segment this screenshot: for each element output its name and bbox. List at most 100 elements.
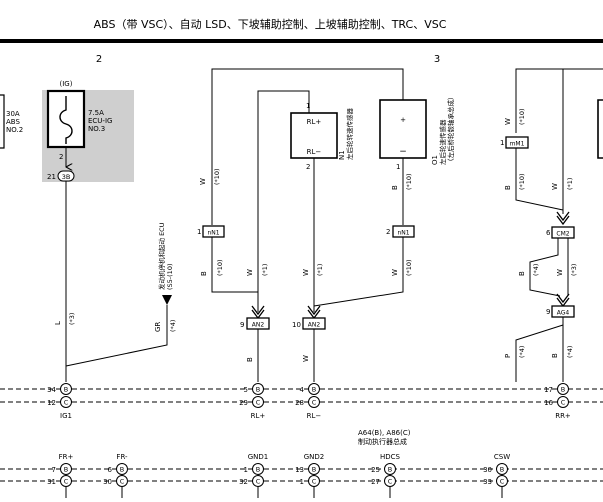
note-n10-a: (*10): [213, 168, 221, 185]
connector-ig1-pin-c: 12: [47, 399, 56, 407]
junction-AN2-b-pin: 10: [292, 321, 301, 329]
actuator-name: 制动执行器总成: [358, 437, 407, 446]
actuator-code: A64(B), A86(C): [358, 429, 411, 437]
connector-gnd2-pin-c: 1: [300, 478, 304, 486]
fuse-name: ECU-IG: [88, 117, 112, 125]
left-fuse-number: NO.2: [6, 126, 23, 134]
sensor-o1-desc: 左后轮速传感器: [438, 119, 447, 165]
connector-rlplus: 5 B 29 C RL+: [239, 383, 265, 420]
connector-rlminus-letter-c: C: [312, 399, 317, 407]
wire-right-d: [515, 317, 564, 382]
connector-rrplus-label: RR+: [555, 412, 571, 420]
junction-AN2-b-label: AN2: [308, 322, 321, 329]
connector-csw-label: CSW: [494, 453, 510, 461]
note-n3: (*3): [68, 313, 76, 325]
junction-AN2-a-label: AN2: [252, 322, 265, 329]
sensor-o1-plus: +: [400, 116, 406, 124]
connector-hdcs-pin-b: 25: [371, 466, 380, 474]
wire-right-a: [515, 148, 564, 211]
junction-mM1-label: mM1: [510, 141, 525, 148]
wire-W-b: W: [246, 269, 254, 276]
connector-frplus-letter-c: C: [64, 478, 69, 486]
connector-gnd2: GND2 13 B 1 C: [295, 453, 324, 498]
junction-mM1: [505, 136, 529, 149]
note-n10-f: (*10): [518, 173, 526, 190]
note-n1-b: (*1): [316, 264, 324, 276]
junction-AN2-a-pin: 9: [240, 321, 244, 329]
wire-W-e: W: [391, 269, 399, 276]
connector-rlminus-pin-b: 4: [300, 386, 305, 394]
wire-color-GR: GR: [154, 322, 162, 332]
sensor-n1-code: N1: [338, 150, 346, 160]
connector-frminus-letter-c: C: [120, 478, 125, 486]
fuse-header: (IG): [60, 80, 73, 88]
fuse-connector-label: 3B: [62, 173, 71, 181]
title-rule: [0, 39, 603, 43]
connector-ig1-pin-b: 34: [47, 386, 56, 394]
connector-rlminus: 4 B 28 C RL−: [295, 383, 322, 420]
connector-rlplus-pin-b: 5: [244, 386, 248, 394]
fuse-rating: 7.5A: [88, 109, 104, 117]
wire-W-f: W: [504, 118, 512, 125]
wire-B-b: B: [246, 357, 254, 362]
page-title: ABS（带 VSC）、自动 LSD、下坡辅助控制、上坡辅助控制、TRC、VSC: [94, 17, 447, 31]
wire-B-a: B: [200, 271, 208, 276]
connector-gnd1-pin-b: 1: [244, 466, 248, 474]
connector-rrplus-pin-c: 16: [544, 399, 553, 407]
connector-hdcs-letter-c: C: [388, 478, 393, 486]
connector-gnd2-letter-b: B: [312, 466, 316, 474]
connector-ig1-label: IG1: [60, 412, 72, 420]
sensor-o1-minus: −: [399, 147, 407, 157]
sensor-n1-desc: 左后轮转速传感器: [345, 108, 354, 161]
connector-frplus-letter-b: B: [64, 466, 68, 474]
wire-W-c: W: [302, 269, 310, 276]
ecu-arrow: [162, 295, 172, 305]
connector-csw-letter-c: C: [500, 478, 505, 486]
sensor-n1-pin-top: 1: [306, 102, 310, 110]
junction-AG4-label: AG4: [557, 310, 570, 317]
note-n10-b: (*10): [216, 259, 224, 276]
connector-ig1: 34 B 12 C IG1: [47, 383, 72, 420]
note-n10-d: (*10): [405, 259, 413, 276]
ecu-note-line2: (S5-(10): [166, 264, 174, 291]
connector-rlminus-label: RL−: [307, 412, 322, 420]
left-fuse-box: [0, 94, 5, 149]
wire-B-d: B: [504, 185, 512, 190]
connector-frplus: FR+ 7 B 31 C: [47, 453, 74, 498]
right-sensor-stub: [597, 99, 603, 159]
sensor-n1: [290, 112, 338, 159]
junction-nN1-a-label: nN1: [207, 230, 219, 237]
sensor-o1-pin-bottom: 1: [396, 163, 400, 171]
connector-hdcs-letter-b: B: [388, 466, 392, 474]
connector-rlminus-pin-c: 28: [295, 399, 304, 407]
connector-gnd1: GND1 1 B 32 C: [239, 453, 268, 498]
connector-frplus-pin-c: 31: [47, 478, 56, 486]
connector-hdcs-pin-c: 27: [371, 478, 380, 486]
wire-W-d: W: [302, 355, 310, 362]
connector-hdcs-label: HDCS: [380, 453, 401, 461]
connector-ig1-letter-b: B: [64, 386, 68, 394]
junction-nN1-b-pin: 2: [386, 228, 390, 236]
fuse-number: NO.3: [88, 125, 105, 133]
wire-B-e: B: [518, 271, 526, 276]
note-n4-a: (*4): [532, 264, 540, 276]
sensor-n1-pin-bottom: 2: [306, 163, 310, 171]
connector-csw-pin-c: 33: [483, 478, 492, 486]
ecu-note-line1: 发动机停机和起动 ECU: [157, 222, 166, 290]
wire-right-top: [515, 68, 603, 133]
wire-W-a: W: [199, 178, 207, 185]
note-n1-c: (*1): [566, 178, 574, 190]
wire-W-h: W: [556, 269, 564, 276]
wire-212-top: [211, 68, 404, 225]
connector-gnd1-letter-b: B: [256, 466, 260, 474]
sensor-o1-code: O1: [431, 155, 439, 165]
connector-hdcs: HDCS 25 B 27 C: [371, 453, 401, 498]
connector-frminus: FR- 6 B 30 C: [103, 453, 128, 498]
wire-color-L: L: [54, 321, 62, 325]
connector-ig1-letter-c: C: [64, 399, 69, 407]
connector-frminus-pin-b: 6: [108, 466, 113, 474]
wire-B-f: B: [551, 353, 559, 358]
left-fuse-rating: 30A: [6, 110, 20, 118]
wire-403-b: [313, 237, 404, 307]
